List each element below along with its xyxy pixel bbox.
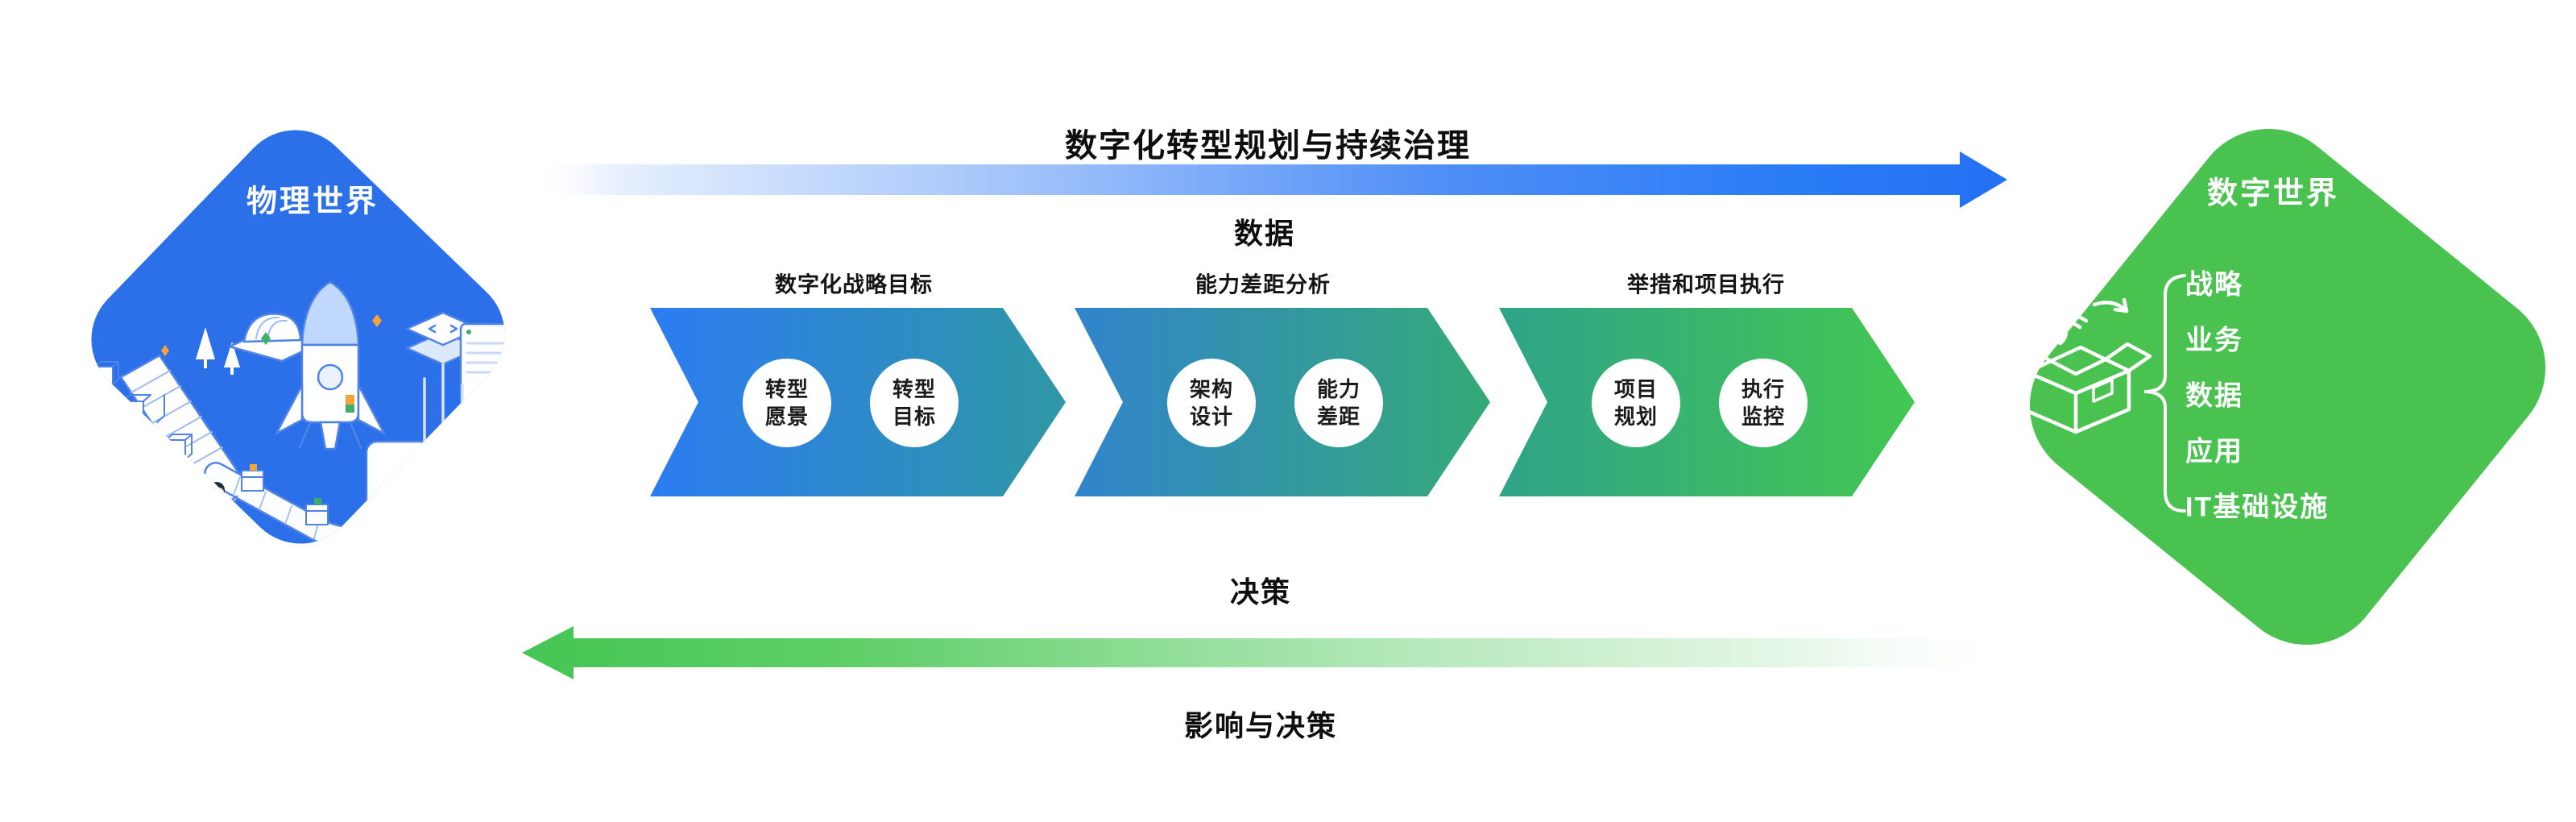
top-data-arrow: [529, 152, 2007, 208]
dashboard-screen: [459, 322, 529, 441]
stage-2-chevron: [1075, 308, 1490, 496]
stage-2-label: 能力差距分析: [1195, 272, 1331, 297]
stage-3-circle-1: [1592, 359, 1680, 447]
dome-station: [228, 313, 321, 363]
stage-1-circle-1-text: 转型 愿景: [764, 377, 810, 429]
stage-1-circle-2: [870, 359, 959, 447]
stage-3-label: 举措和项目执行: [1627, 272, 1785, 297]
physical-world-label: 物理世界: [246, 185, 379, 219]
stage-chevrons: [650, 308, 1915, 496]
bottom-decision-arrow: [522, 626, 2014, 679]
stage-1-label: 数字化战略目标: [775, 272, 933, 297]
stage-2-circle-1-text: 架构 设计: [1189, 377, 1234, 429]
stage-1-circle-1: [743, 359, 831, 447]
stage-2-circle-1: [1167, 359, 1256, 447]
digital-layer-strategy: 战略: [2185, 269, 2243, 301]
open-box-sync-icon: [2003, 297, 2152, 434]
digital-layer-it-infrastructure: IT基础设施: [2185, 492, 2330, 523]
stage-3-circle-2: [1719, 359, 1808, 447]
bottom-flow-caption: 影响与决策: [1183, 709, 1338, 742]
layer-bracket: [2143, 274, 2186, 513]
stage-3-circle-2-text: 执行 监控: [1741, 377, 1786, 429]
stage-2-circle-2: [1294, 359, 1383, 447]
digital-layer-data: 数据: [2185, 380, 2243, 412]
stage-3-chevron: [1499, 308, 1915, 496]
man-figure: [491, 463, 529, 542]
stage-1-chevron: [650, 308, 1066, 496]
stage-1-circle-2-text: 转型 目标: [892, 377, 937, 429]
bottom-arrow-label: 决策: [1229, 575, 1292, 608]
digital-world-label: 数字世界: [2206, 176, 2340, 211]
rocket-icon: [275, 280, 386, 450]
digital-layer-application: 应用: [2185, 436, 2243, 467]
top-arrow-label: 数据: [1233, 217, 1296, 250]
tower-building: [69, 395, 119, 535]
stage-3-circle-1-text: 项目 规划: [1613, 377, 1659, 429]
digital-world-diamond: [2003, 128, 2546, 646]
digital-layer-business: 业务: [2185, 325, 2243, 356]
top-flow-title: 数字化转型规划与持续治理: [1065, 128, 1471, 164]
stage-2-circle-2-text: 能力 差距: [1316, 377, 1361, 429]
